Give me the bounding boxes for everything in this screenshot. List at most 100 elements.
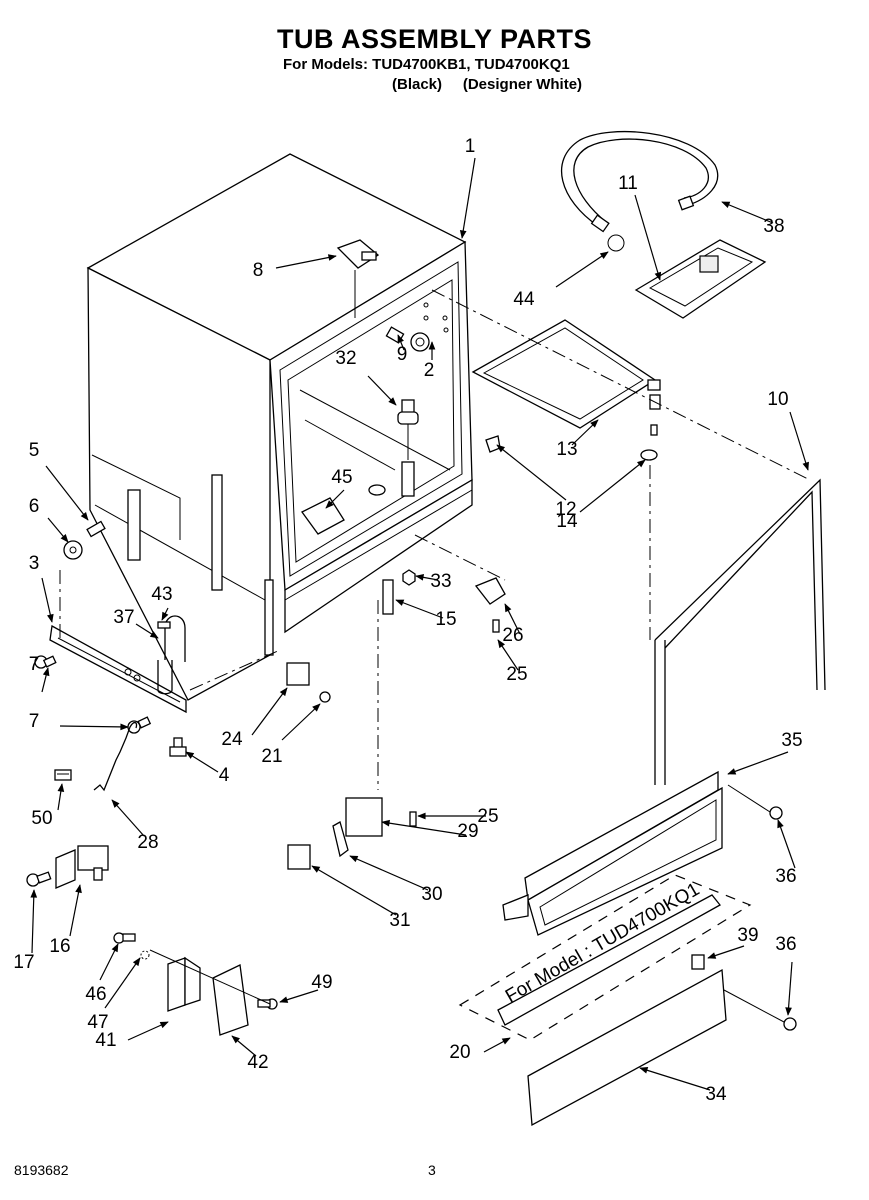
callout-label: 2 — [424, 360, 435, 381]
callout-9: 9 — [397, 334, 408, 365]
callout-label: 44 — [513, 289, 535, 310]
callout-15: 15 — [395, 599, 457, 630]
callout-6: 6 — [29, 496, 69, 543]
callout-31: 31 — [311, 865, 411, 931]
callout-arrow — [279, 989, 319, 1003]
callout-arrow — [504, 603, 521, 635]
callout-label: 42 — [247, 1052, 268, 1073]
part-17-screw — [26, 871, 52, 887]
part-6-washer — [63, 540, 83, 560]
callout-arrow — [57, 783, 65, 811]
callout-24: 24 — [221, 687, 288, 750]
callout-10: 10 — [767, 389, 809, 471]
callout-arrow — [161, 607, 169, 621]
callout-label: 45 — [331, 467, 352, 488]
part-30-lever — [332, 821, 349, 858]
callout-label: 39 — [737, 925, 758, 946]
part-21-screw — [319, 691, 331, 703]
callout-38: 38 — [721, 201, 785, 237]
callout-label: 34 — [705, 1084, 727, 1105]
callout-arrow — [127, 1021, 169, 1041]
part-34-lower-panel — [527, 968, 727, 1127]
callout-label: 8 — [253, 260, 264, 281]
callout-arrow — [459, 157, 476, 239]
callout-arrow — [349, 855, 429, 891]
callout-12: 12 — [496, 444, 577, 520]
callout-label: 25 — [506, 664, 527, 685]
callout-arrow — [415, 574, 439, 581]
callout-5: 5 — [29, 440, 89, 521]
callout-label: 28 — [137, 832, 158, 853]
part-13-heating-element — [471, 319, 661, 436]
part-5-screw — [86, 520, 106, 538]
callout-label: 9 — [397, 344, 408, 365]
callout-45: 45 — [325, 467, 353, 509]
part-25-screw-upper — [492, 619, 500, 633]
callout-arrow — [47, 517, 69, 543]
callout-label: 26 — [502, 625, 523, 646]
part-25-screw-lower — [409, 811, 417, 827]
callout-16: 16 — [49, 884, 82, 957]
part-12-clip — [485, 435, 501, 453]
callout-36a: 36 — [775, 819, 797, 887]
callout-layer: 1234567789101112131415161720212425252628… — [13, 136, 809, 1105]
part-42-cover — [212, 964, 249, 1036]
part-36-screw-upper — [769, 806, 783, 820]
callout-30: 30 — [349, 855, 443, 905]
callout-36b: 36 — [775, 934, 797, 1016]
models-line: For Models: TUD4700KB1, TUD4700KQ1 — [283, 56, 570, 73]
callout-arrow — [634, 194, 662, 281]
callout-8: 8 — [253, 254, 337, 281]
callout-arrow — [777, 819, 796, 869]
callout-label: 10 — [767, 389, 788, 410]
part-50-label — [54, 769, 72, 781]
assembly-line-valve — [149, 949, 271, 1005]
page-number: 3 — [428, 1162, 436, 1178]
callout-arrow — [367, 375, 397, 406]
callout-arrow — [41, 577, 54, 623]
callout-50: 50 — [31, 783, 65, 829]
callout-label: 7 — [29, 711, 40, 732]
callout-label: 30 — [421, 884, 442, 905]
callout-label: 37 — [113, 607, 134, 628]
callout-arrow — [281, 703, 321, 741]
callout-label: 6 — [29, 496, 40, 517]
part-31-cover — [287, 844, 311, 870]
callout-label: 38 — [763, 216, 784, 237]
callout-34: 34 — [639, 1067, 727, 1105]
callout-arrow — [69, 884, 82, 937]
callout-label: 46 — [85, 984, 106, 1005]
callout-42: 42 — [231, 1035, 269, 1073]
callout-29: 29 — [381, 819, 479, 842]
callout-arrow — [727, 751, 789, 775]
part-29-latch — [345, 797, 383, 837]
callout-label: 31 — [389, 910, 410, 931]
callout-label: 17 — [13, 952, 34, 973]
callout-arrow — [135, 623, 159, 639]
callout-41: 41 — [95, 1021, 169, 1051]
callout-arrow — [185, 751, 219, 773]
part-41-bracket — [167, 956, 201, 1012]
callout-arrow — [721, 201, 774, 224]
part-32-standpipe — [397, 399, 419, 497]
callout-label: 14 — [556, 511, 578, 532]
part-24-hinge-bracket — [286, 662, 310, 686]
assembly-lines — [59, 270, 811, 1023]
callout-17: 17 — [13, 889, 38, 973]
callout-label: 29 — [457, 821, 478, 842]
callout-label: 13 — [556, 439, 577, 460]
part-26-clip — [474, 577, 506, 605]
callout-label: 33 — [430, 571, 451, 592]
part-28-spring — [93, 721, 138, 792]
callout-label: 15 — [435, 609, 456, 630]
callout-arrow — [111, 799, 145, 837]
callout-26: 26 — [502, 603, 524, 646]
part-10-tub-support-frame — [654, 478, 826, 785]
tub-body — [86, 153, 473, 701]
callout-25a: 25 — [497, 639, 528, 685]
callout-arrow — [381, 819, 467, 836]
page-title: TUB ASSEMBLY PARTS — [276, 24, 593, 54]
callout-label: 36 — [775, 934, 796, 955]
callout-arrow — [497, 639, 519, 671]
part-3-mounting-rail — [49, 624, 187, 714]
